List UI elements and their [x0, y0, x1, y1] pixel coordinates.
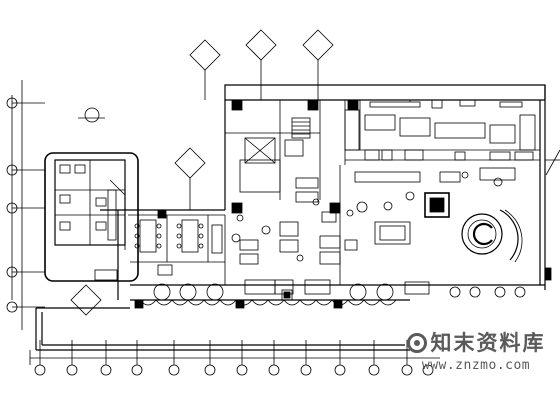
- restroom-block: [44, 152, 139, 282]
- outer-walls: [35, 84, 546, 351]
- watermark-url: www.znzmo.com: [421, 358, 531, 373]
- bar-counter: [354, 167, 516, 245]
- left-grid-axis: [6, 80, 45, 330]
- watermark: 知末资料库 www.znzmo.com: [402, 330, 550, 375]
- structural-columns: [134, 99, 552, 309]
- watermark-logo: 知末资料库: [406, 330, 546, 356]
- round-booth: [461, 209, 523, 263]
- watermark-logo-icon: [406, 333, 427, 353]
- dining-tables: [134, 177, 430, 301]
- watermark-logo-text: 知末资料库: [430, 331, 546, 355]
- stair-elevator-core: [225, 100, 321, 200]
- storefront-curtain-wall: [139, 299, 397, 306]
- round-tables: [153, 171, 526, 301]
- bottom-grid-axis: [29, 340, 440, 376]
- kitchen-area: [344, 99, 540, 161]
- detail-callout-markers: [70, 29, 560, 316]
- interior-partitions: [118, 100, 361, 285]
